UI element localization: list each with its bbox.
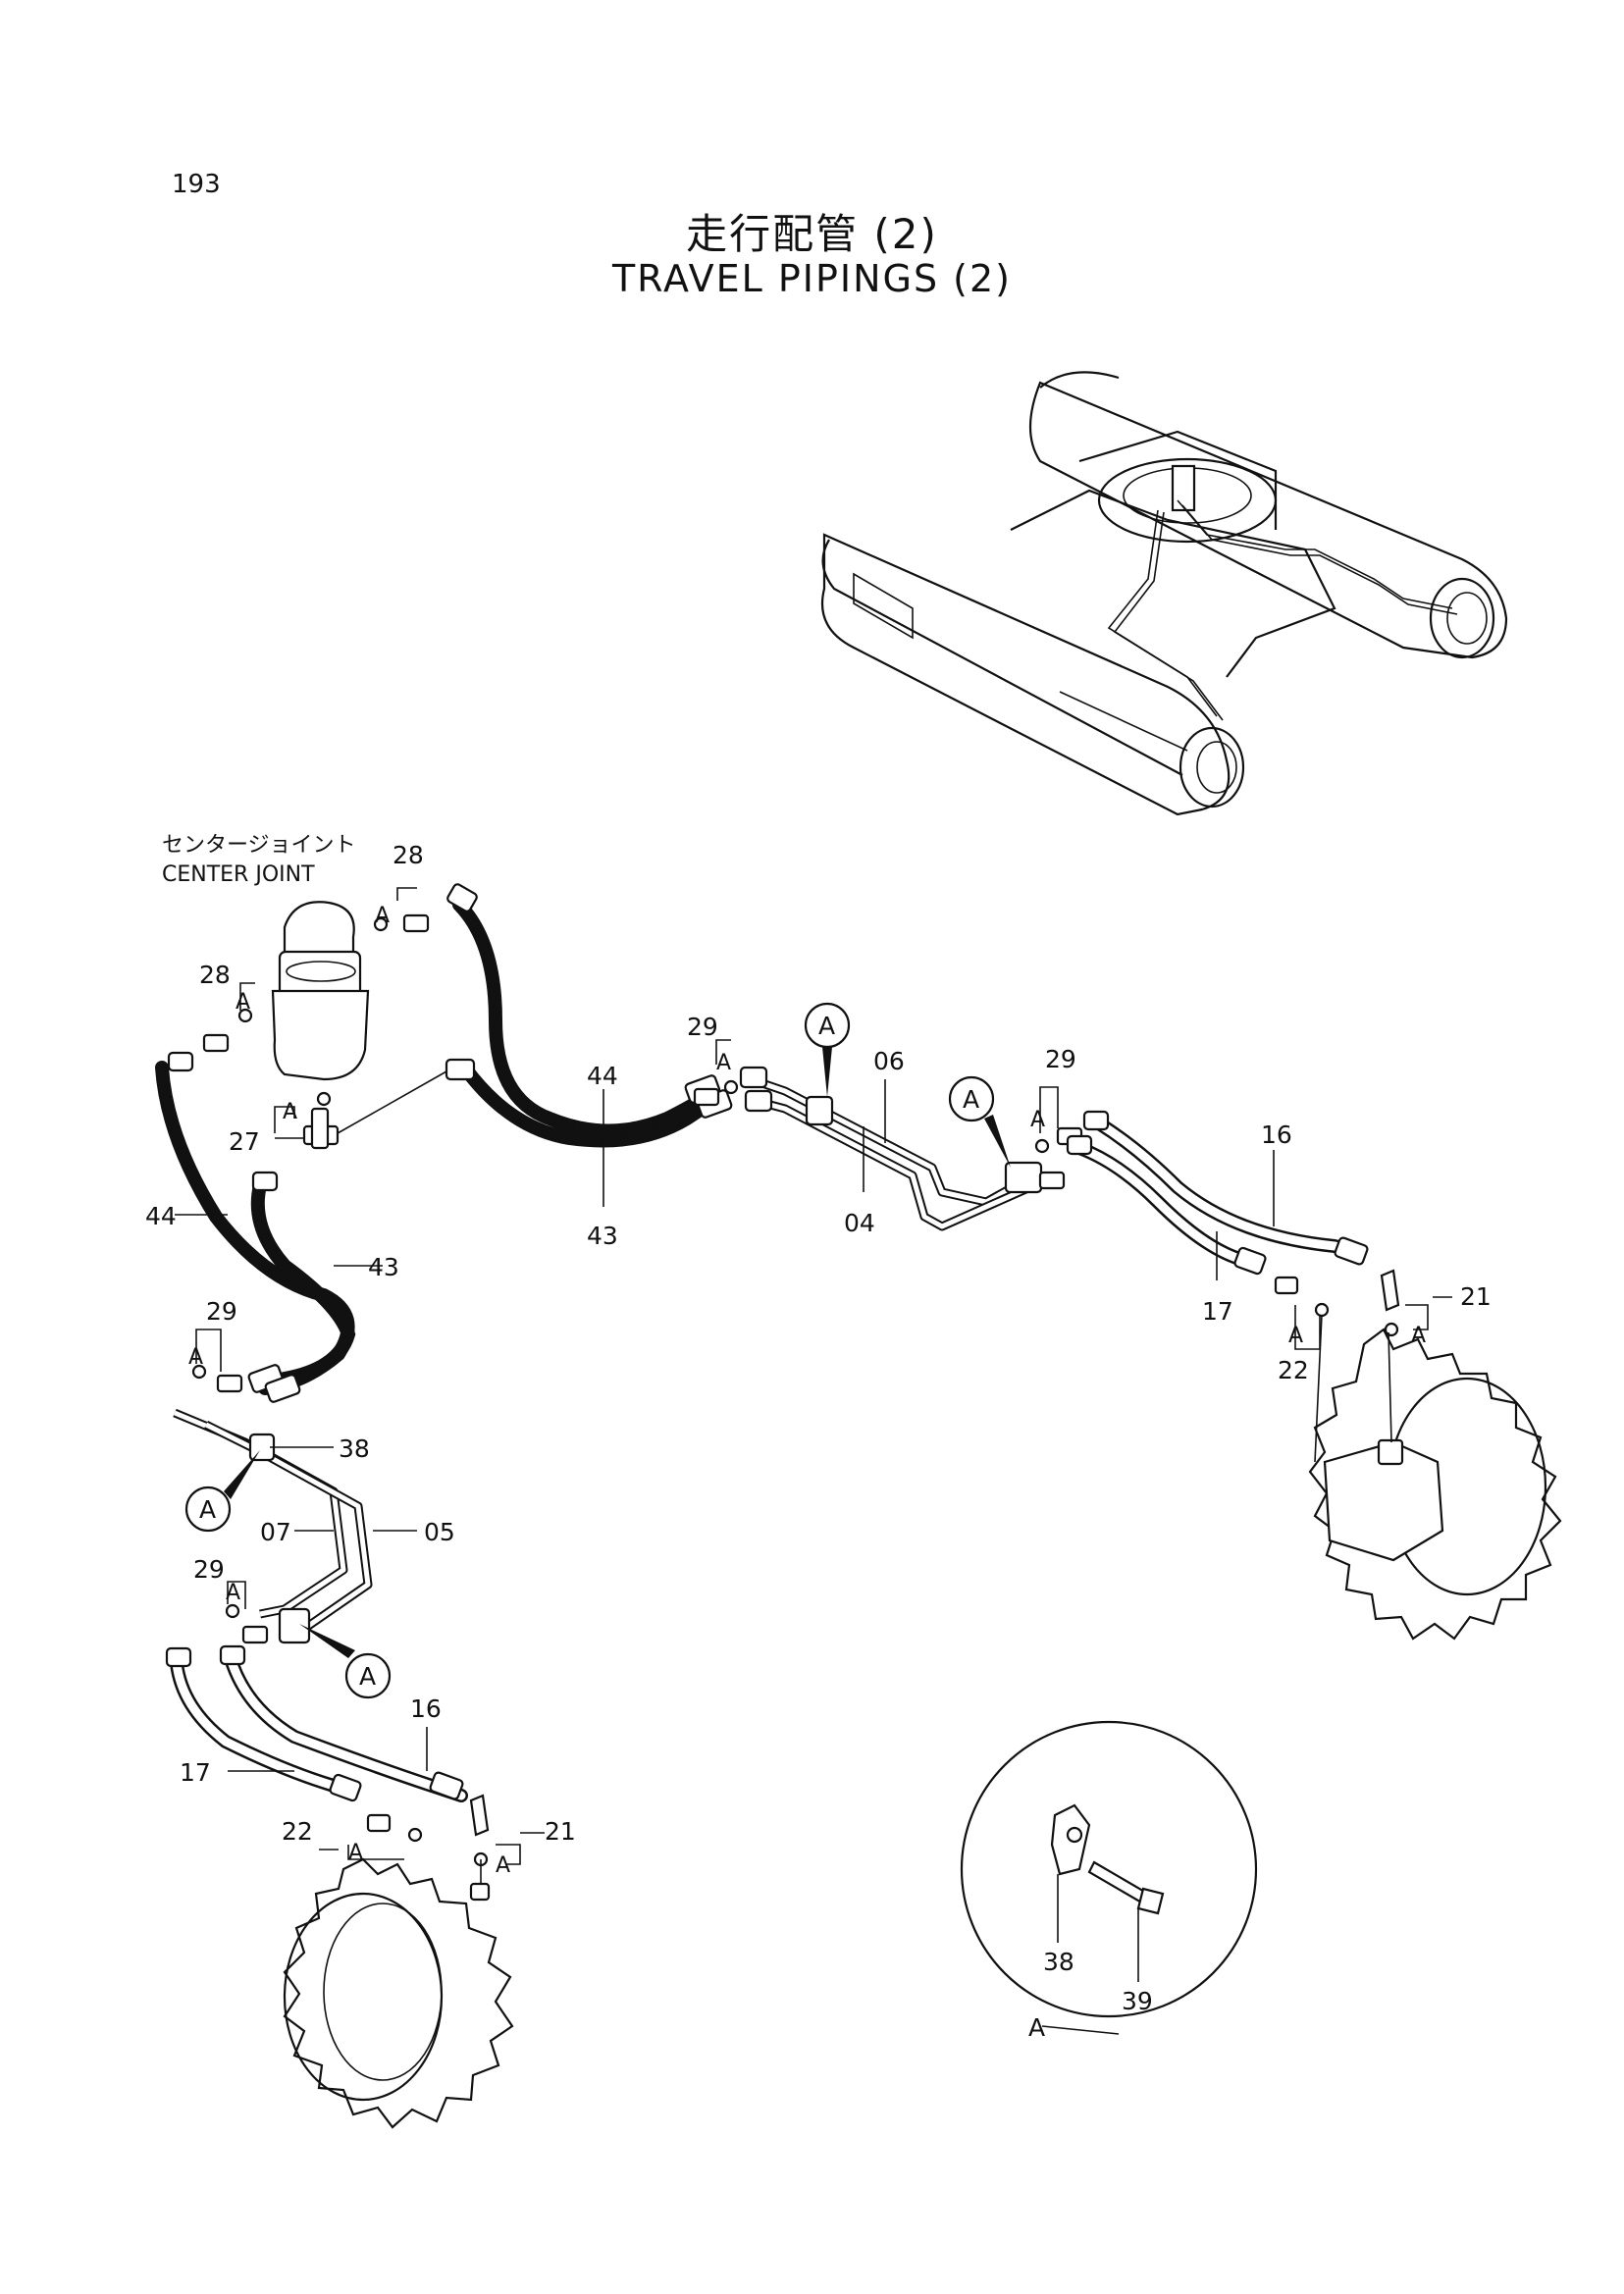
label-43-mid: 43 [587, 1222, 618, 1250]
svg-text:A: A [963, 1085, 979, 1114]
label-27: 27 [229, 1127, 260, 1156]
svg-text:A: A [283, 1100, 297, 1124]
hose-16-left [224, 1651, 468, 1802]
label-16-right: 16 [1261, 1121, 1292, 1149]
label-05: 05 [424, 1518, 455, 1546]
center-joint-label-japanese: センタージョイント [162, 833, 356, 858]
label-07: 07 [260, 1518, 291, 1546]
svg-text:A: A [359, 1662, 376, 1691]
label-29-right: 29 [1045, 1045, 1076, 1073]
o-ring-bracket-refs: A A A A A A A A A A A [188, 887, 1429, 1878]
page-title-japanese: 走行配管 (2) [686, 210, 938, 258]
label-29-left-upper: 29 [206, 1297, 237, 1326]
clamp-left-lower [278, 1607, 311, 1644]
adapter-29-left-upper [191, 1364, 243, 1393]
hose-17-left [170, 1656, 341, 1793]
page-title-english: TRAVEL PIPINGS (2) [611, 257, 1013, 300]
detail-marker-left-upper: A [184, 1450, 260, 1533]
center-joint-label-english: CENTER JOINT [162, 862, 315, 887]
hose-17-right [1073, 1141, 1253, 1268]
pipe-elbows-mid [739, 1066, 1066, 1194]
detail-marker-left-lower: A [299, 1624, 392, 1699]
label-38: 38 [339, 1434, 370, 1463]
svg-text:A: A [1411, 1324, 1426, 1348]
svg-text:A: A [236, 990, 250, 1015]
label-39-detail: 39 [1122, 1987, 1153, 2015]
leader-lines [175, 1079, 1452, 1851]
svg-text:A: A [188, 1345, 203, 1370]
adapter-28-upper [373, 913, 430, 933]
undercarriage-overview-drawing [820, 371, 1508, 816]
pipe-04 [754, 1096, 1032, 1231]
svg-text:A: A [1288, 1324, 1303, 1348]
hose-16-right [1092, 1117, 1361, 1258]
svg-text:A: A [199, 1495, 216, 1524]
right-hose-fittings [1066, 1110, 1400, 1337]
adapter-28-left [202, 1008, 253, 1053]
left-travel-motor-sprocket [283, 1857, 514, 2129]
label-28-upper: 28 [393, 841, 424, 869]
left-hose-fittings [165, 1644, 490, 1867]
label-22-right: 22 [1278, 1356, 1309, 1384]
label-38-detail: 38 [1043, 1948, 1074, 1976]
label-a-detail: A [1028, 2013, 1045, 2042]
hose-43-upper [459, 1063, 723, 1148]
label-21-left: 21 [545, 1817, 576, 1846]
svg-text:A: A [496, 1853, 510, 1878]
svg-text:A: A [226, 1581, 240, 1605]
hose-44-upper [452, 898, 713, 1138]
tee-27 [302, 1070, 447, 1150]
label-28-left: 28 [199, 961, 231, 989]
svg-text:A: A [818, 1012, 835, 1040]
label-06: 06 [873, 1047, 905, 1075]
label-29-left-lower: 29 [193, 1555, 225, 1584]
detail-a-view [960, 1720, 1258, 2035]
label-17-left: 17 [180, 1758, 211, 1787]
label-17-right: 17 [1202, 1297, 1233, 1326]
clamp-upper-mid [805, 1095, 834, 1126]
adapter-29-left-lower [225, 1603, 269, 1644]
svg-text:A: A [348, 1841, 363, 1865]
center-joint [271, 901, 370, 1107]
svg-text:A: A [1030, 1108, 1045, 1132]
detail-marker-right-mid: A [948, 1075, 1011, 1168]
label-44-mid: 44 [587, 1062, 618, 1090]
page-number: 193 [172, 170, 221, 199]
label-29-mid: 29 [687, 1013, 718, 1041]
adapter-29-mid [693, 1079, 739, 1107]
label-04: 04 [844, 1209, 875, 1237]
label-22-left: 22 [282, 1817, 313, 1846]
label-43-left: 43 [368, 1253, 399, 1281]
pipe-06 [749, 1074, 1033, 1207]
svg-text:A: A [716, 1051, 731, 1075]
detail-marker-upper-mid: A [804, 1002, 851, 1097]
part-number-labels: 28 28 27 44 43 29 44 43 29 06 04 29 16 1… [145, 841, 1492, 2042]
svg-text:A: A [375, 904, 390, 928]
label-44-left: 44 [145, 1202, 177, 1230]
hose-43-left [250, 1178, 356, 1385]
label-16-left: 16 [410, 1694, 442, 1723]
right-travel-motor-sprocket [1308, 1314, 1562, 1641]
label-21-right: 21 [1460, 1282, 1492, 1311]
